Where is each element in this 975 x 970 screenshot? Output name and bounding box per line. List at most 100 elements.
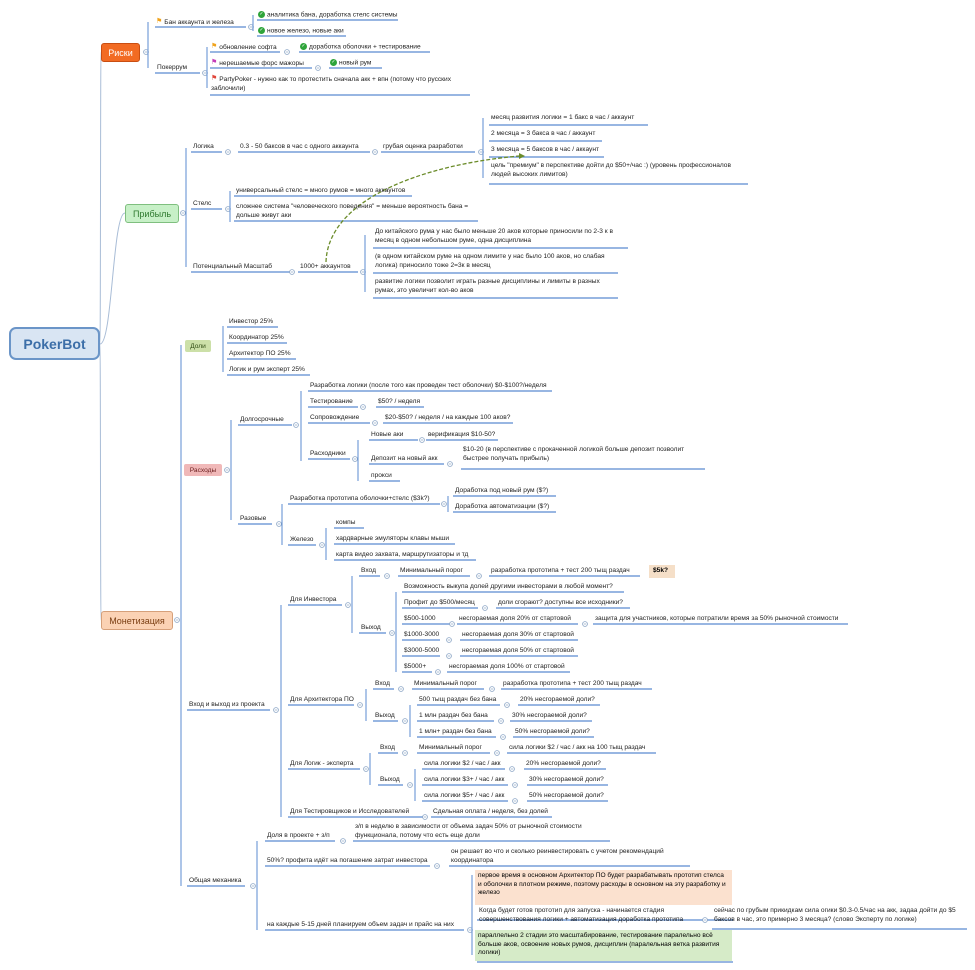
logic-exit-1-value[interactable]: 20% несгораемой доли? xyxy=(526,760,601,767)
estimate-3[interactable]: 3 месяца = 5 баксов в час / аккаунт xyxy=(491,146,600,153)
investor-entry[interactable]: Вход xyxy=(361,567,376,574)
root-node[interactable]: PokerBot xyxy=(9,327,100,360)
share-salary-detail[interactable]: з/п в неделю в зависимости от объема зад… xyxy=(355,823,582,839)
architect-entry[interactable]: Вход xyxy=(375,680,390,687)
new-room-topic[interactable]: ✓новый рум xyxy=(330,59,372,67)
architect-exit-1[interactable]: 500 тыщ раздач без бана xyxy=(419,696,497,703)
deposit-cost[interactable]: $10-20 (в перспективе с прокаченной логи… xyxy=(463,446,685,462)
logic-requirement[interactable]: сила логики $2 / час / акк на 100 тыщ ра… xyxy=(509,744,646,751)
new-accounts-topic[interactable]: Новые аки xyxy=(371,431,404,438)
investor-exit[interactable]: Выход xyxy=(361,624,381,631)
investor-price[interactable]: $5k? xyxy=(649,565,675,578)
scale-1[interactable]: До китайского рума у нас было меньше 20 … xyxy=(375,228,614,244)
automation-cost[interactable]: Доработка автоматизации ($?) xyxy=(455,503,550,510)
exit-profit-500[interactable]: Профит до $500/месяц xyxy=(404,599,475,606)
support-cost[interactable]: $20-$50? / неделя / на каждые 100 аков? xyxy=(385,414,511,421)
proxy-topic[interactable]: прокси xyxy=(371,472,392,479)
prototype-cost[interactable]: Разработка прототипа оболочки+стелс ($3k… xyxy=(290,495,430,502)
soft-update-topic[interactable]: ⚑обновление софта xyxy=(211,43,277,52)
share-item-coordinator[interactable]: Координатор 25% xyxy=(229,334,284,341)
force-majeure-topic[interactable]: ⚑нерешаемые форс мажоры xyxy=(211,59,304,68)
estimate-4[interactable]: цель "премиум" в перспективе дойти до $5… xyxy=(491,162,731,178)
investor-min[interactable]: Минимальный порог xyxy=(400,567,463,574)
architect-min[interactable]: Минимальный порог xyxy=(414,680,477,687)
entry-exit-topic[interactable]: Вход и выход из проекта xyxy=(189,701,265,708)
exit-buyout[interactable]: Возможность выкупа долей другими инвесто… xyxy=(404,583,613,590)
new-room-cost[interactable]: Доработка под новый рум ($?) xyxy=(455,487,549,494)
estimate-1[interactable]: месяц развития логики = 1 бакс в час / а… xyxy=(491,114,635,121)
share-item-architect[interactable]: Архитектор ПО 25% xyxy=(229,350,291,357)
hardware-emulators[interactable]: хардварные эмуляторы клавы мыши xyxy=(336,535,450,542)
one-time-topic[interactable]: Разовые xyxy=(240,515,267,522)
logic-exit-2[interactable]: сила логики $3+ / час / акк xyxy=(424,776,505,783)
architect-exit[interactable]: Выход xyxy=(375,712,395,719)
stealth-1[interactable]: универсальный стелс = много румов = мног… xyxy=(236,187,406,194)
support-topic[interactable]: Сопровождение xyxy=(310,414,360,421)
rate-topic[interactable]: 0.3 - 50 баксов в час с одного аккаунта xyxy=(240,143,359,150)
testers-topic[interactable]: Для Тестировщиков и Исследователей xyxy=(290,808,410,815)
architect-exit-3[interactable]: 1 млн+ раздач без бана xyxy=(419,728,492,735)
architect-exit-2-value[interactable]: 30% несгораемой доли? xyxy=(512,712,587,719)
consumables-topic[interactable]: Расходники xyxy=(310,450,346,457)
architect-exit-1-value[interactable]: 20% несгораемой доли? xyxy=(520,696,595,703)
scale-2[interactable]: (в одном китайском руме на одном лимите … xyxy=(375,253,605,269)
partypoker-topic[interactable]: ⚑PartyPoker - нужно как то протестить сн… xyxy=(211,75,452,92)
long-term-topic[interactable]: Долгосрочные xyxy=(240,416,284,423)
ban-hardware-topic[interactable]: ✓новое железо, новые аки xyxy=(258,27,344,35)
logic-entry[interactable]: Вход xyxy=(380,744,395,751)
verification-cost[interactable]: верификация $10-50? xyxy=(428,431,496,438)
hardware-capture[interactable]: карта видео захвата, маршрутизаторы и тд xyxy=(336,551,469,558)
estimate-topic[interactable]: грубая оценка разработки xyxy=(383,143,463,150)
estimate-2[interactable]: 2 месяца = 3 бакса в час / аккаунт xyxy=(491,130,596,137)
share-item-logic[interactable]: Логик и рум эксперт 25% xyxy=(229,366,305,373)
testers-payment[interactable]: Сдельная оплата / неделя, без долей xyxy=(433,808,548,815)
share-salary-topic[interactable]: Доля в проекте + з/п xyxy=(267,832,330,839)
exit-3000-5000[interactable]: $3000-5000 xyxy=(404,647,440,654)
plan-parallel-stage[interactable]: параллельно 2 стадии это масштабирование… xyxy=(475,930,732,961)
exit-5000-plus-value[interactable]: несгораемая доля 100% от стартовой xyxy=(449,663,565,670)
share-item-investor[interactable]: Инвестор 25% xyxy=(229,318,274,325)
stealth-2[interactable]: сложнее система "человеческого поведения… xyxy=(236,203,469,219)
scale-topic[interactable]: Потенциальный Масштаб xyxy=(193,263,273,270)
logic-min[interactable]: Минимальный порог xyxy=(419,744,482,751)
hardware-pcs[interactable]: компы xyxy=(336,519,356,526)
plan-second-stage[interactable]: Когда будет готов прототип для запуска -… xyxy=(479,907,684,923)
pokerrum-topic[interactable]: Покеррум xyxy=(157,64,188,71)
ban-topic[interactable]: ⚑Бан аккаунта и железа xyxy=(156,18,234,27)
logic-exit-3[interactable]: сила логики $5+ / час / акк xyxy=(424,792,505,799)
hardware-topic[interactable]: Железо xyxy=(290,536,314,543)
architect-exit-2[interactable]: 1 млн раздач без бана xyxy=(419,712,488,719)
exit-500-1000[interactable]: $500-1000 xyxy=(404,615,436,622)
monetization-node[interactable]: Монетизация xyxy=(101,611,173,630)
general-mechanics-topic[interactable]: Общая механика xyxy=(189,877,242,884)
architect-topic[interactable]: Для Архитектора ПО xyxy=(290,696,354,703)
exit-3000-5000-value[interactable]: несгораемая доля 50% от стартовой xyxy=(462,647,574,654)
logic-exit-1[interactable]: сила логики $2 / час / акк xyxy=(424,760,501,767)
profit-half-detail[interactable]: он решает во что и сколько реинвестирова… xyxy=(451,848,664,864)
investor-topic[interactable]: Для Инвестора xyxy=(290,596,337,603)
exit-5000-plus[interactable]: $5000+ xyxy=(404,663,427,670)
exit-1000-3000[interactable]: $1000-3000 xyxy=(404,631,440,638)
exit-protection[interactable]: защита для участников, которые потратили… xyxy=(595,615,839,622)
planning-topic[interactable]: на каждые 5-15 дней планируем объем зада… xyxy=(267,921,454,928)
logic-exit-2-value[interactable]: 30% несгораемой доли? xyxy=(529,776,604,783)
deposit-topic[interactable]: Депозит на новый акк xyxy=(371,455,438,462)
plan-first-stage[interactable]: первое время в основном Архитектор ПО бу… xyxy=(475,870,732,905)
logic-topic[interactable]: Логика xyxy=(193,143,214,150)
plan-second-stage-detail[interactable]: сейчас по грубым прикидкам сила огики $0… xyxy=(714,907,956,923)
ban-fix-topic[interactable]: ✓аналитика бана, доработка стелс системы xyxy=(258,11,398,19)
logic-exit-3-value[interactable]: 50% несгораемой доли? xyxy=(529,792,604,799)
architect-prototype[interactable]: разработка прототипа + тест 200 тыщ разд… xyxy=(503,680,642,687)
stealth-topic[interactable]: Стелс xyxy=(193,200,212,207)
shares-node[interactable]: Доли xyxy=(185,340,211,352)
testing-topic[interactable]: Тестирование xyxy=(310,398,353,405)
testing-cost[interactable]: $50? / неделя xyxy=(378,398,421,405)
accounts-topic[interactable]: 1000+ аккаунтов xyxy=(300,263,351,270)
costs-node[interactable]: Расходы xyxy=(184,464,222,476)
investor-prototype[interactable]: разработка прототипа + тест 200 тыщ разд… xyxy=(491,567,630,574)
architect-exit-3-value[interactable]: 50% несгораемой доли? xyxy=(515,728,590,735)
risks-node[interactable]: Риски xyxy=(101,43,140,62)
soft-fix-topic[interactable]: ✓доработка оболочки + тестирование xyxy=(300,43,421,51)
logic-exit[interactable]: Выход xyxy=(380,776,400,783)
exit-1000-3000-value[interactable]: несгораемая доля 30% от стартовой xyxy=(462,631,574,638)
